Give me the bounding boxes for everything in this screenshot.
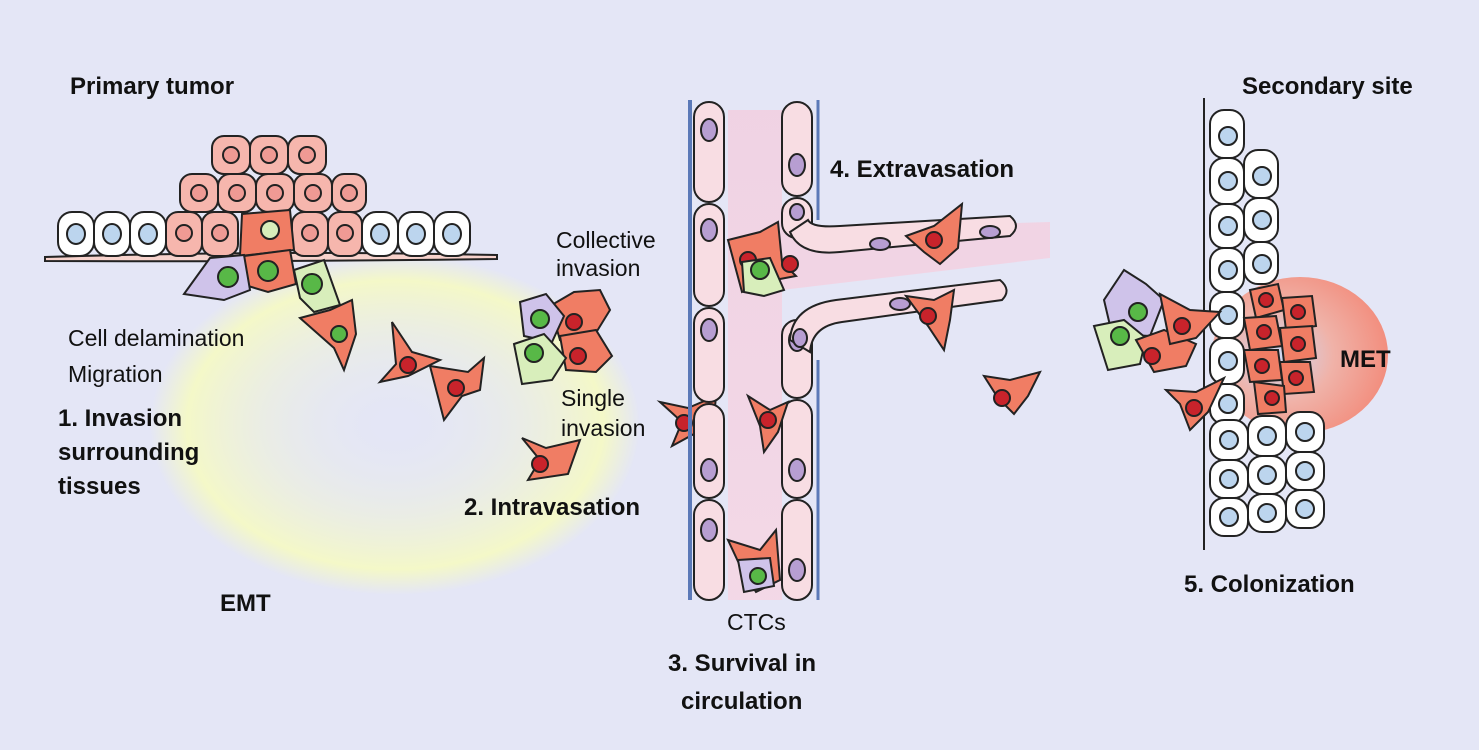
arriving-cells [1092,268,1227,432]
collective-invasion-label-line1: Collective [556,227,656,253]
endothelial-cells [693,101,1017,601]
secondary-site [1092,98,1388,550]
emt-glow-region [150,255,640,595]
met-label: MET [1340,346,1391,373]
intravasation-label: 2. Intravasation [464,494,640,521]
secondary-site-label: Secondary site [1242,73,1413,100]
primary-tumor [44,135,498,314]
invasion-step-label-line3: tissues [58,473,141,500]
survival-label-line2: circulation [681,688,802,715]
collective-invasion-label-line2: invasion [556,255,640,281]
extravasating-cells [903,201,1042,416]
circulating-tumor-cells [726,220,799,594]
ctcs-label: CTCs [727,609,786,635]
invasion-step-label-line2: surrounding [58,439,199,466]
migrating-cells [297,298,486,423]
epithelial-cells-left [57,211,167,257]
tumor-cell-mass [165,135,367,257]
purple-cell [182,253,252,302]
colonization-label: 5. Colonization [1184,571,1355,598]
single-invasion-label-line2: invasion [561,415,645,441]
secondary-epithelium [1209,109,1325,537]
primary-tumor-label: Primary tumor [70,73,234,100]
metastatic-colony [1242,282,1318,416]
survival-label-line1: 3. Survival in [668,650,816,677]
emt-label: EMT [220,590,271,617]
extravasation-label: 4. Extravasation [830,156,1014,183]
invasion-step-label-line1: 1. Invasion [58,405,182,432]
migration-label: Migration [68,361,163,387]
epithelial-cells-right [361,211,471,257]
single-invasion-label-line1: Single [561,385,625,411]
blood-vessel [688,100,1050,601]
cell-delamination-label: Cell delamination [68,325,244,351]
collective-invasion-cluster [512,288,614,386]
